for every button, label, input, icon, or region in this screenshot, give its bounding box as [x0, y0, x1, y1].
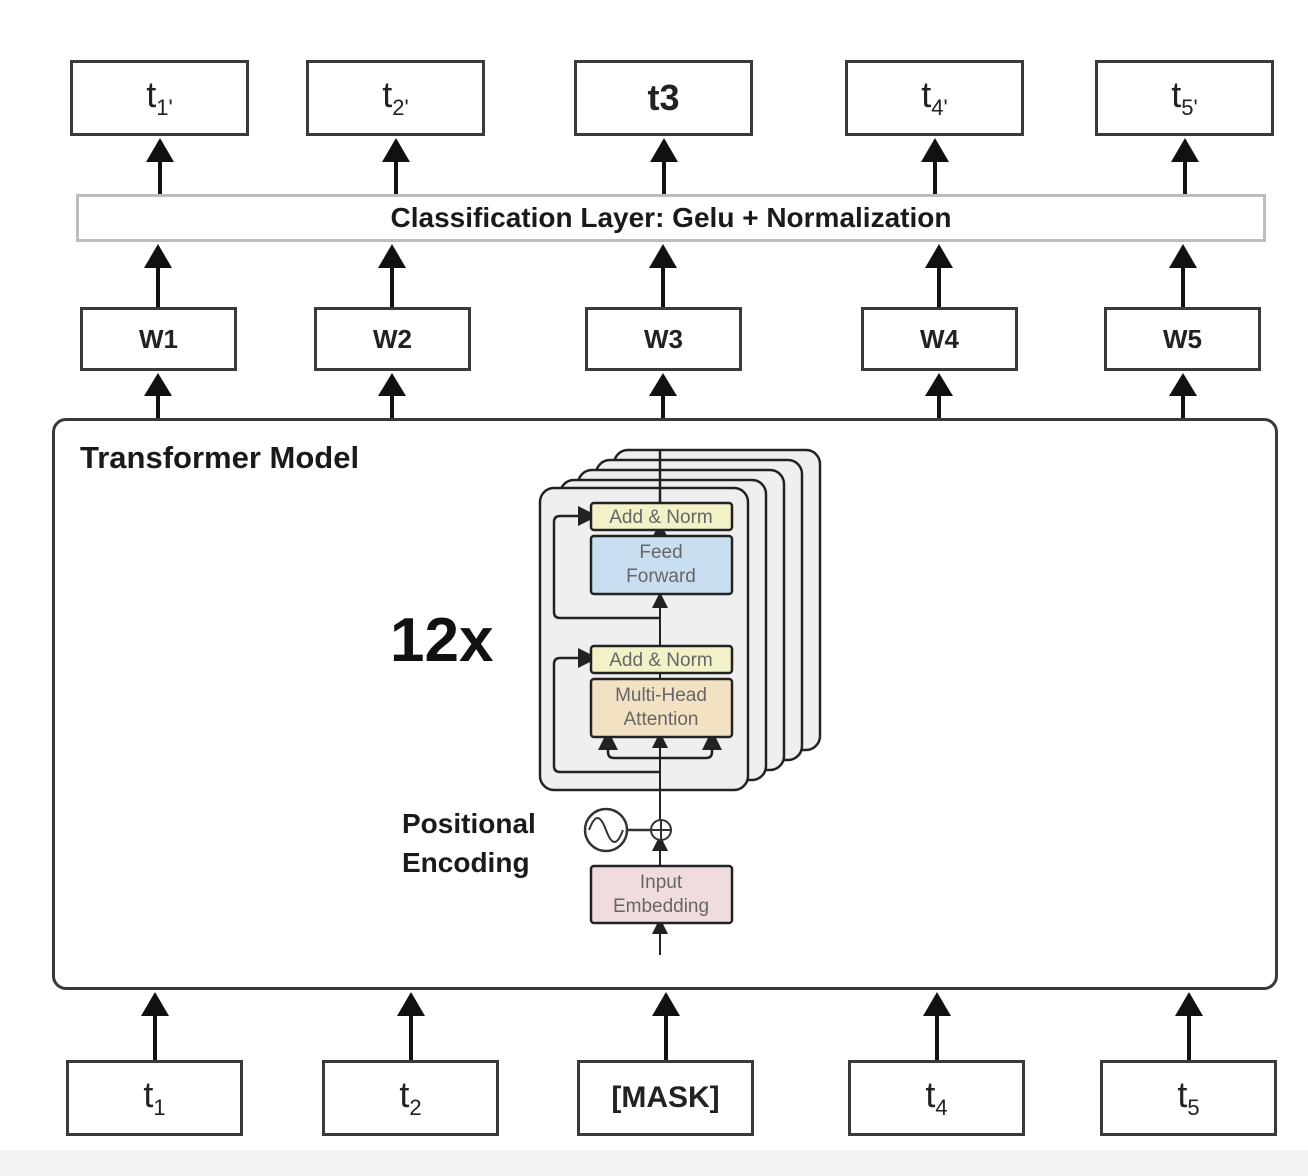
input-token-5-sub: 5 [1187, 1095, 1200, 1121]
input-token-2: t2 [322, 1060, 499, 1136]
output-token-4-base: t [921, 74, 932, 116]
arrow-weight-cls-2 [378, 244, 406, 307]
positional-encoding-label: Positional Encoding [402, 804, 536, 882]
output-token-2-sub: 2' [392, 95, 409, 121]
arrow-cls-output-1 [146, 138, 174, 194]
attention-fork-right [660, 730, 722, 760]
arrow-weight-cls-4 [925, 244, 953, 307]
arrow-tm-weight-1 [144, 373, 172, 418]
arrow-input-tm-3 [652, 992, 680, 1060]
weight-box-2: W2 [314, 307, 471, 371]
weight-box-5: W5 [1104, 307, 1261, 371]
layer-repeat-count: 12x [390, 606, 494, 675]
bottom-strip [0, 1150, 1308, 1176]
input-token-mask-label: [MASK] [611, 1081, 720, 1114]
input-token-4-base: t [925, 1074, 936, 1116]
input-token-5-base: t [1177, 1074, 1188, 1116]
input-embedding-box [589, 864, 734, 925]
arrow-input-tm-4 [923, 992, 951, 1060]
input-token-5: t5 [1100, 1060, 1277, 1136]
feed-forward-box [589, 534, 734, 596]
output-token-1-base: t [146, 74, 157, 116]
encoder-stack [538, 448, 822, 792]
add-norm-top-label: Add & Norm [609, 507, 712, 528]
arrow-tm-weight-2 [378, 373, 406, 418]
arrows-weight-to-cls [144, 244, 1197, 307]
arrow-weight-cls-5 [1169, 244, 1197, 307]
output-token-2: t2' [306, 60, 485, 136]
add-norm-bottom-label: Add & Norm [609, 650, 712, 671]
arrows-cls-to-output [146, 138, 1199, 194]
residual-mha [552, 648, 660, 774]
input-embedding-line-1: Input [640, 872, 683, 893]
output-token-3-base: t [647, 77, 660, 118]
input-token-1-sub: 1 [153, 1095, 166, 1121]
attention-fork [598, 730, 660, 760]
weight-label-4: W4 [920, 323, 959, 354]
arrow-weight-cls-1 [144, 244, 172, 307]
multi-head-attention-box [589, 677, 734, 739]
arrows-input-to-transformer [141, 992, 1203, 1060]
output-token-5: t5' [1095, 60, 1274, 136]
output-token-4: t4' [845, 60, 1024, 136]
output-token-5-base: t [1171, 74, 1182, 116]
input-token-4: t4 [848, 1060, 1025, 1136]
input-token-mask: [MASK] [577, 1060, 754, 1136]
output-token-4-sub: 4' [931, 95, 948, 121]
arrows-transformer-to-weight [144, 373, 1197, 418]
arrow-input-tm-1 [141, 992, 169, 1060]
output-token-3: t3 [574, 60, 753, 136]
add-norm-top-box [589, 501, 734, 532]
input-token-1-base: t [143, 1074, 154, 1116]
output-token-5-sub: 5' [1181, 95, 1198, 121]
classification-layer: Classification Layer: Gelu + Normalizati… [76, 194, 1266, 242]
transformer-model-title: Transformer Model [80, 440, 360, 475]
input-token-1: t1 [66, 1060, 243, 1136]
output-token-2-base: t [382, 74, 393, 116]
weight-label-1: W1 [139, 323, 178, 354]
sine-wave-curve [588, 817, 624, 843]
arrow-input-tm-5 [1175, 992, 1203, 1060]
multi-head-line-1: Multi-Head [615, 685, 707, 706]
feed-forward-line-1: Feed [639, 542, 682, 563]
add-norm-bottom-box [589, 644, 734, 675]
arrow-cls-output-2 [382, 138, 410, 194]
residual-ff [552, 506, 660, 620]
arrow-weight-cls-3 [649, 244, 677, 307]
weight-label-2: W2 [373, 323, 412, 354]
arrow-tm-weight-5 [1169, 373, 1197, 418]
arrow-cls-output-4 [921, 138, 949, 194]
arrow-cls-output-5 [1171, 138, 1199, 194]
arrow-cls-output-3 [650, 138, 678, 194]
weight-box-4: W4 [861, 307, 1018, 371]
arrow-tm-weight-4 [925, 373, 953, 418]
arrow-input-tm-2 [397, 992, 425, 1060]
output-token-3-sub: 3 [659, 77, 680, 118]
positional-encoding-line-2: Encoding [402, 847, 530, 878]
input-token-4-sub: 4 [935, 1095, 948, 1121]
output-token-1: t1' [70, 60, 249, 136]
feed-forward-line-2: Forward [626, 566, 696, 587]
positional-encoding-line-1: Positional [402, 808, 536, 839]
weight-box-3: W3 [585, 307, 742, 371]
input-embedding-line-2: Embedding [613, 896, 709, 917]
weight-label-3: W3 [644, 323, 683, 354]
input-token-2-sub: 2 [409, 1095, 422, 1121]
encoder-layer-front [538, 486, 750, 792]
arrow-tm-weight-3 [649, 373, 677, 418]
input-token-2-base: t [399, 1074, 410, 1116]
weight-label-5: W5 [1163, 323, 1202, 354]
multi-head-line-2: Attention [624, 709, 699, 730]
weight-box-1: W1 [80, 307, 237, 371]
output-token-1-sub: 1' [156, 95, 173, 121]
